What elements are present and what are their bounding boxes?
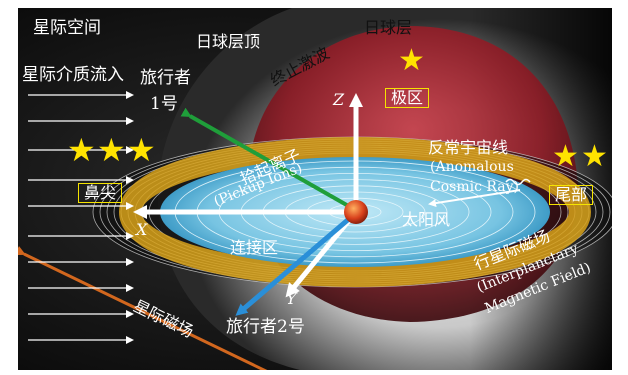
solar-wind-label: 太阳风 — [402, 210, 451, 229]
anomalous-cr-label-cn: 反常宇宙线 — [428, 138, 509, 157]
anomalous-cr-squiggle — [505, 178, 531, 186]
anomalous-cr-arrow — [428, 189, 521, 208]
anomalous-cr-label-en1: (Anomalous — [430, 159, 514, 175]
heliosphere-label: 日球层 — [364, 18, 413, 37]
y-axis-label: Y — [286, 289, 297, 308]
tail-label: 尾部 — [549, 185, 594, 205]
star-icon: ★ — [398, 43, 425, 78]
star-icon: ★ — [97, 131, 126, 169]
star-icon: ★ — [552, 139, 579, 174]
voyager2-label: 旅行者2号 — [226, 317, 305, 337]
x-axis-label: X — [136, 220, 148, 239]
interstellar-space-label: 星际空间 — [33, 18, 101, 38]
inflow-arrows — [28, 91, 134, 344]
z-axis-label: Z — [333, 90, 345, 109]
polar-region-label: 极区 — [385, 88, 430, 108]
connection-region-label: 连接区 — [230, 238, 279, 257]
voyager2-trajectory — [235, 216, 352, 316]
interstellar-inflow-label: 星际介质流入 — [22, 65, 124, 85]
star-icon: ★ — [581, 139, 608, 174]
star-icon: ★ — [67, 131, 96, 169]
voyager1-label-line2: 1号 — [150, 94, 178, 114]
sun-sphere — [344, 200, 368, 224]
heliopause-label: 日球层顶 — [196, 32, 261, 51]
voyager1-trajectory — [180, 107, 353, 210]
interstellar-field-arrow — [18, 246, 268, 370]
anomalous-cr-label-en2: Cosmic Ray) — [430, 179, 519, 195]
star-icon: ★ — [127, 131, 156, 169]
nose-label: 鼻尖 — [78, 183, 123, 203]
voyager1-label-line1: 旅行者 — [140, 68, 191, 88]
